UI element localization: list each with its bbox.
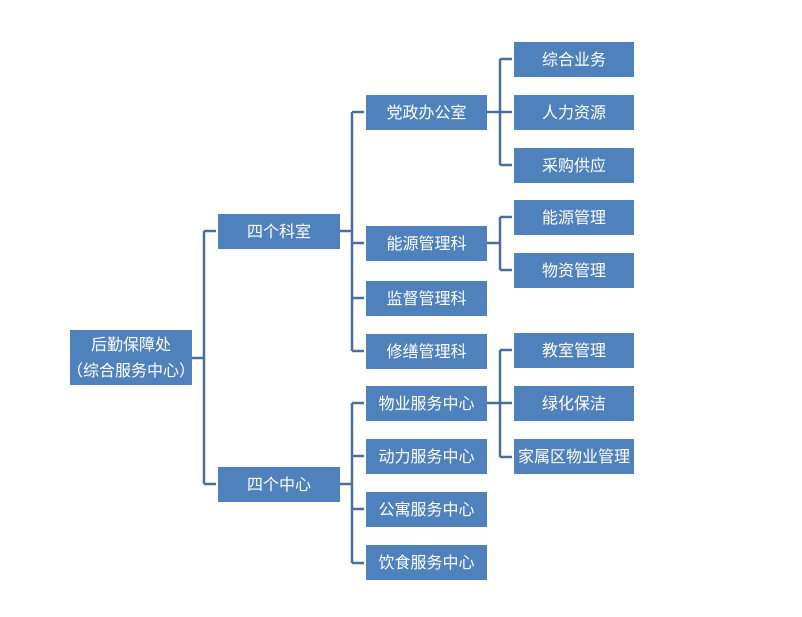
node-four-offices: 四个科室	[218, 214, 340, 249]
node-label: 四个科室	[246, 221, 311, 241]
node-label: 修缮管理科	[386, 341, 467, 361]
node-greening-cleaning: 绿化保洁	[514, 386, 634, 421]
node-four-centers: 四个中心	[218, 467, 340, 502]
node-party-office: 党政办公室	[366, 95, 487, 130]
node-classroom-management: 教室管理	[514, 333, 634, 368]
node-label: 物资管理	[541, 260, 606, 280]
node-apartment-center: 公寓服务中心	[366, 492, 487, 527]
node-label: 公寓服务中心	[378, 499, 475, 519]
node-label: 家属区物业管理	[517, 446, 630, 466]
node-general-business: 综合业务	[514, 42, 634, 77]
root-label-line1: 后勤保障处	[90, 334, 171, 354]
node-property-center: 物业服务中心	[366, 386, 487, 421]
node-label: 综合业务	[541, 49, 606, 69]
node-label: 人力资源	[541, 102, 606, 122]
root-node: 后勤保障处 （综合服务中心）	[67, 330, 196, 385]
node-residential-property: 家属区物业管理	[514, 439, 634, 474]
root-label-line2: （综合服务中心）	[67, 360, 196, 380]
node-food-center: 饮食服务中心	[366, 545, 487, 580]
node-label: 教室管理	[541, 340, 606, 360]
node-supervision-section: 监督管理科	[366, 281, 487, 316]
node-label: 绿化保洁	[541, 393, 606, 413]
node-energy-management: 能源管理	[514, 200, 634, 235]
node-materials-management: 物资管理	[514, 253, 634, 288]
node-label: 动力服务中心	[378, 446, 475, 466]
node-procurement: 采购供应	[514, 148, 634, 183]
node-label: 饮食服务中心	[378, 552, 475, 572]
node-label: 能源管理	[541, 207, 606, 227]
node-human-resources: 人力资源	[514, 95, 634, 130]
node-repair-section: 修缮管理科	[366, 334, 487, 369]
node-label: 四个中心	[246, 474, 311, 494]
node-energy-section: 能源管理科	[366, 226, 487, 261]
node-label: 监督管理科	[386, 288, 467, 308]
node-label: 党政办公室	[386, 102, 467, 122]
node-label: 物业服务中心	[378, 393, 475, 413]
node-label: 能源管理科	[386, 233, 467, 253]
node-power-center: 动力服务中心	[366, 439, 487, 474]
node-label: 采购供应	[541, 155, 606, 175]
